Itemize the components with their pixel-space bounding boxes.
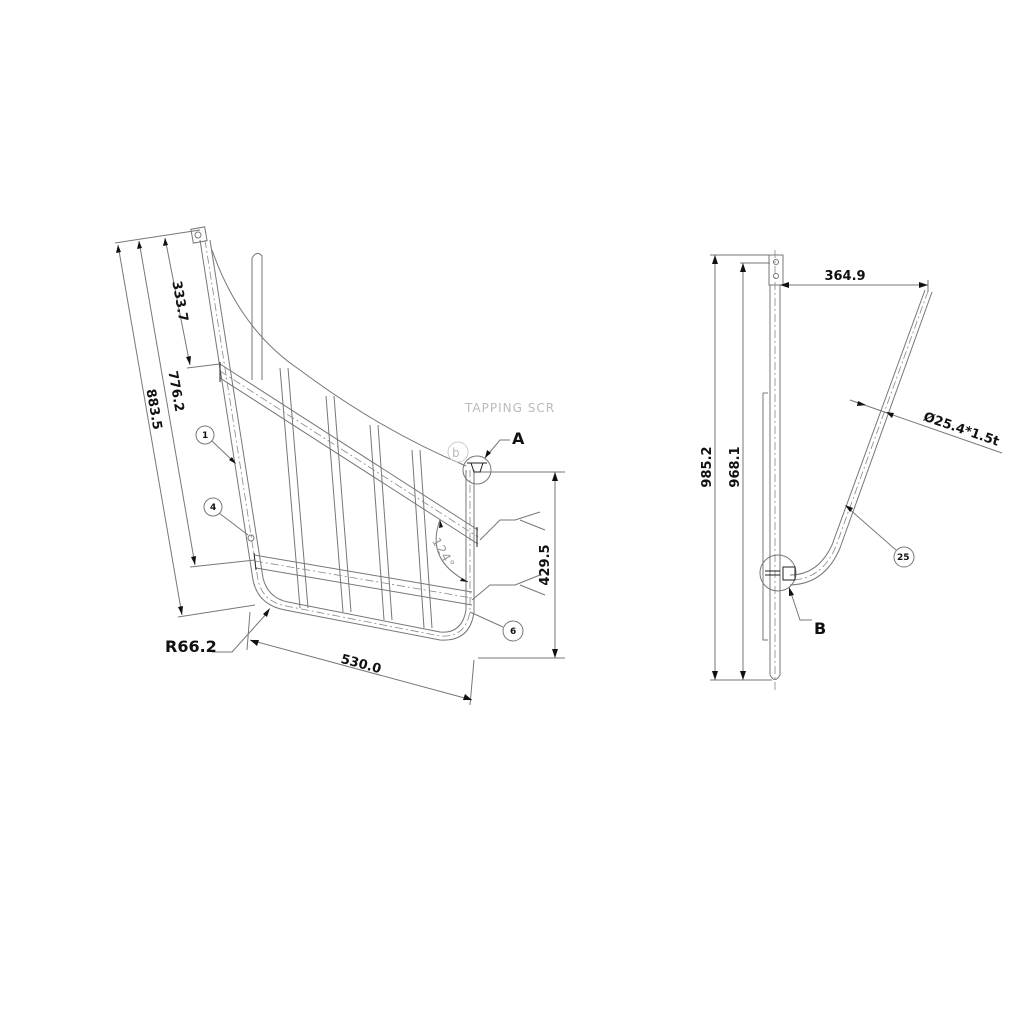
- detail-a-clip-icon: [467, 462, 487, 473]
- balloon-1: 1: [195, 425, 236, 464]
- side-top-bracket: [768, 254, 784, 286]
- svg-text:25: 25: [897, 553, 910, 563]
- dim-530-0: 530.0: [339, 652, 383, 677]
- pole: [251, 252, 263, 380]
- dim-333-7: 333.7: [168, 280, 190, 323]
- pickets: [279, 367, 433, 629]
- svg-text:4: 4: [210, 503, 216, 513]
- dim-883-5: 883.5: [142, 388, 164, 431]
- dimension-lines: [114, 229, 565, 706]
- detail-b-marker: b: [452, 446, 461, 460]
- screw-icon: [765, 566, 796, 581]
- dim-364-9: 364.9: [824, 269, 865, 284]
- detail-b-marker-circle: [447, 441, 469, 463]
- bracket-screw-icon: [194, 231, 202, 239]
- top-bracket: [190, 226, 208, 244]
- side-view: B 985.2 968.1 364.9 Ø25.4*1.5t 25: [700, 250, 1003, 690]
- upper-bar-end: [219, 362, 478, 547]
- angled-tube-centerline: [789, 290, 929, 581]
- front-view: b TAPPING SCR A 1 4 6 883.5 776.2 333.7 …: [114, 226, 565, 706]
- svg-text:1: 1: [202, 431, 208, 441]
- side-bracket-screw-icon-2: [773, 273, 779, 279]
- left-tube: [199, 239, 475, 641]
- detail-b-label: B: [814, 619, 826, 638]
- svg-text:6: 6: [510, 627, 516, 637]
- panel-top-edge: [211, 249, 467, 467]
- lower-bar-centerline: [254, 560, 473, 599]
- balloon-4: 4: [203, 497, 255, 542]
- side-bracket-screw-icon: [773, 259, 779, 265]
- left-tube-inner: [209, 239, 467, 633]
- dim-429-5: 429.5: [538, 544, 553, 585]
- dim-r66-2: R66.2: [165, 637, 217, 656]
- angled-tube: [789, 289, 933, 586]
- upper-bar: [219, 363, 479, 545]
- tapping-screw-note: TAPPING SCR: [464, 401, 555, 415]
- balloon-6: 6: [469, 611, 524, 642]
- tube-centerline: [204, 239, 471, 637]
- tube-spec: Ø25.4*1.5t: [921, 410, 1001, 450]
- detail-a-label: A: [512, 429, 525, 448]
- dim-985-2: 985.2: [700, 446, 715, 487]
- upper-bar-centerline: [219, 370, 479, 538]
- lower-bar-end: [253, 552, 257, 571]
- detail-b-circle: [759, 554, 797, 592]
- dim-968-1: 968.1: [728, 446, 743, 487]
- side-vertical-tube: [769, 285, 781, 680]
- dim-776-2: 776.2: [164, 370, 186, 413]
- lower-bar: [253, 554, 473, 606]
- balloon-25: 25: [845, 505, 915, 568]
- dim-angle-124: 124°: [429, 535, 458, 570]
- side-panel-edge: [762, 392, 768, 641]
- detail-a-circle: [462, 455, 492, 485]
